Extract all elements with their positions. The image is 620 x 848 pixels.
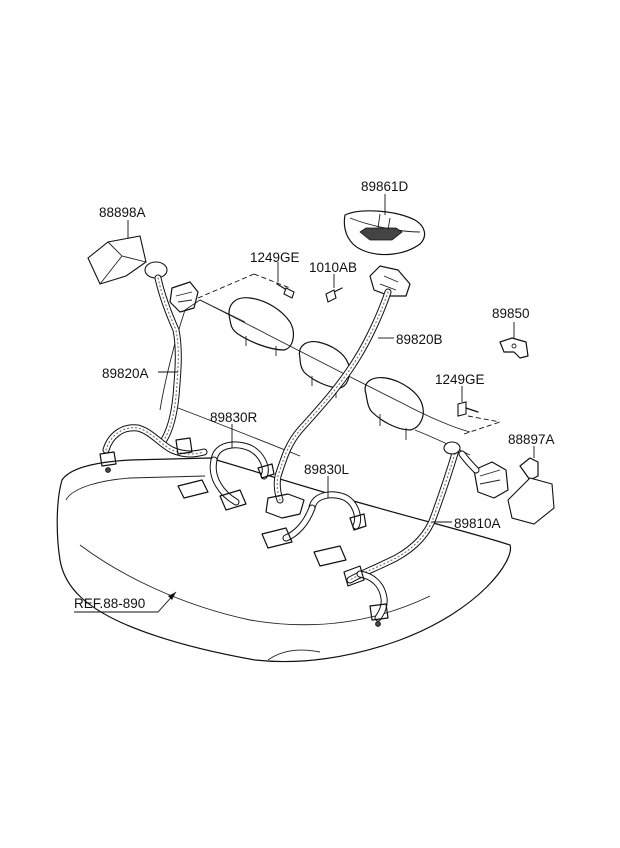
label-89820B: 89820B bbox=[396, 332, 443, 347]
label-89830L: 89830L bbox=[304, 462, 350, 477]
right-retractor bbox=[458, 450, 509, 499]
label-1010AB: 1010AB bbox=[309, 260, 357, 275]
bolt-1249GE-right bbox=[457, 401, 479, 417]
label-89820A: 89820A bbox=[102, 366, 149, 381]
rear-seat-back bbox=[159, 299, 471, 457]
buckle-89830R bbox=[177, 441, 275, 511]
label-1249GE-right: 1249GE bbox=[435, 372, 485, 387]
ref-arrow bbox=[74, 591, 177, 613]
label-1249GE-top: 1249GE bbox=[250, 250, 300, 265]
reference-dashed-lines bbox=[197, 273, 501, 435]
label-88897A: 88897A bbox=[508, 432, 555, 447]
label-89830R: 89830R bbox=[210, 410, 258, 425]
belt-89810A bbox=[343, 441, 461, 627]
belt-89820A bbox=[99, 274, 208, 473]
part-89861D-cover bbox=[343, 210, 426, 256]
bolt-1010AB bbox=[325, 287, 343, 303]
left-retractor bbox=[144, 261, 199, 313]
headrest-left bbox=[228, 297, 294, 356]
belt-89820B bbox=[265, 288, 392, 519]
label-88898A: 88898A bbox=[99, 205, 146, 220]
buckle-89830L bbox=[261, 491, 367, 567]
label-89850: 89850 bbox=[492, 306, 530, 321]
center-retractor bbox=[369, 265, 411, 297]
bolt-1249GE-top bbox=[276, 283, 295, 299]
label-89861D: 89861D bbox=[361, 179, 409, 194]
label-89810A: 89810A bbox=[454, 516, 501, 531]
part-88898A-cover bbox=[87, 235, 147, 285]
headrest-center bbox=[298, 341, 351, 398]
part-89850-bracket bbox=[499, 337, 529, 359]
headrest-right bbox=[364, 377, 424, 440]
label-ref: REF.88-890 bbox=[74, 596, 145, 611]
part-88897A-cover bbox=[507, 457, 555, 525]
